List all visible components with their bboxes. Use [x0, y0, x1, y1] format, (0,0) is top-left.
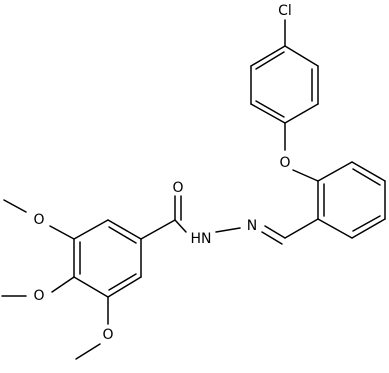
bond-methoxy-mid-o [51, 276, 75, 293]
atom-chlorine: Cl [278, 3, 292, 19]
bond-n-n [215, 227, 241, 233]
bond-ch-n-2 [261, 231, 283, 245]
bond-lines [1, 19, 386, 360]
bond-o-ether-c [292, 169, 319, 182]
bond-ring-c-4 [73, 276, 109, 298]
atom-methoxy-oxygen-middle: O [33, 288, 44, 304]
bond-ring-b-2 [351, 161, 386, 182]
bond-ring-c-1 [107, 219, 142, 240]
bond-ring-a-6 [250, 45, 286, 67]
bond-ring-a-6-inner [255, 51, 285, 70]
atom-methoxy-oxygen-top: O [33, 212, 44, 228]
bond-ring-b-4-inner [352, 215, 381, 232]
bond-ring-a-4-inner [255, 100, 285, 118]
bond-methoxy-bot-me [75, 343, 101, 360]
bond-carbonyl-ring [140, 219, 176, 240]
atom-ether-oxygen: O [279, 155, 290, 171]
bond-ring-ch [284, 218, 319, 239]
atom-imine-nitrogen: N [247, 218, 257, 234]
bond-ring-c-5-inner [108, 273, 137, 291]
bond-ring-c-5 [107, 276, 142, 298]
bond-ring-c-1-inner [108, 226, 137, 244]
bond-ring-a-4 [250, 103, 286, 124]
bond-ring-b-5 [317, 218, 353, 239]
bond-methoxy-top-o [49, 225, 75, 240]
bond-ch-n-1 [264, 225, 286, 239]
bond-ring-b-2-inner [352, 168, 381, 186]
atom-labels: Cl O O N HN O O O [33, 3, 291, 343]
bond-ring-b-1 [317, 161, 353, 182]
atom-carbonyl-oxygen: O [172, 180, 183, 196]
bond-methoxy-top-me [3, 199, 27, 213]
bond-nh-carbonyl [174, 219, 187, 233]
bond-ring-c-2 [73, 219, 109, 240]
atom-methoxy-oxygen-bottom: O [102, 327, 113, 343]
bond-ring-b-4 [351, 218, 386, 239]
bond-ring-a-3 [284, 103, 319, 124]
atom-amide-nh: HN [191, 231, 212, 247]
bond-ring-a-1 [284, 45, 319, 67]
